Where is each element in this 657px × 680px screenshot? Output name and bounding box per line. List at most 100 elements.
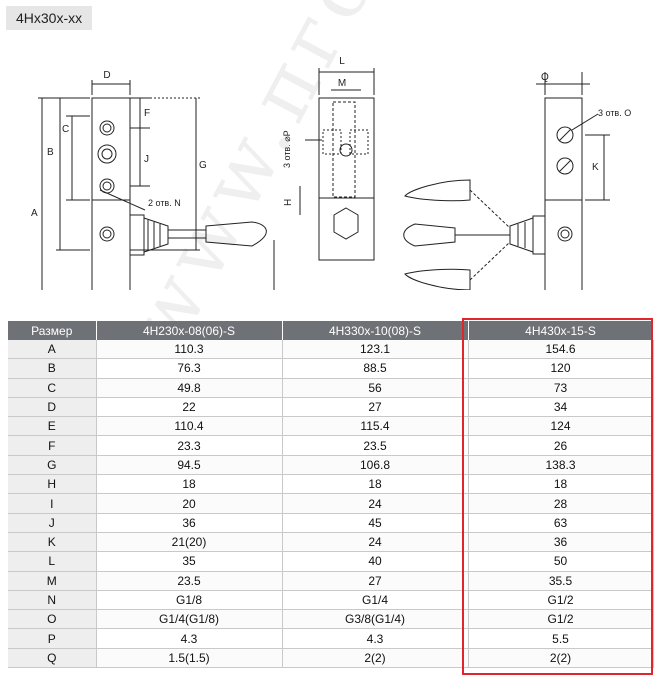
dim-h-label: H <box>283 199 294 206</box>
row-dimension: M <box>8 571 97 591</box>
row-value: G1/2 <box>468 609 654 630</box>
row-value: 115.4 <box>282 416 469 437</box>
dim-q-top-label: Q <box>541 72 549 83</box>
row-dimension: O <box>8 609 97 630</box>
row-value: 34 <box>468 397 654 418</box>
dim-j-label: J <box>144 154 149 165</box>
row-value: 56 <box>282 378 469 398</box>
dim-k-label: K <box>592 162 599 173</box>
row-value: 24 <box>282 493 469 514</box>
row-value: 45 <box>282 513 469 533</box>
row-value: G1/2 <box>468 590 654 611</box>
row-value: 4.3 <box>96 628 283 649</box>
row-value: 76.3 <box>96 358 283 379</box>
page-title: 4Hx30x-xx <box>6 6 93 30</box>
row-value: 1.5(1.5) <box>96 648 283 669</box>
row-value: 23.5 <box>96 571 283 591</box>
dimensions-table: Размер 4H230x-08(06)-S 4H330x-10(08)-S 4… <box>8 321 654 669</box>
row-value: 110.3 <box>96 340 283 360</box>
header-model-2: 4H330x-10(08)-S <box>282 321 469 340</box>
row-dimension: H <box>8 474 97 495</box>
row-value: 20 <box>96 493 283 514</box>
row-value: 28 <box>468 493 654 514</box>
row-value: 106.8 <box>282 455 469 476</box>
row-dimension: P <box>8 628 97 649</box>
dim-d-label: D <box>103 70 110 81</box>
row-value: 18 <box>96 474 283 495</box>
row-dimension: Q <box>8 648 97 669</box>
row-value: 36 <box>96 513 283 533</box>
row-value: G3/8(G1/4) <box>282 609 469 630</box>
dim-a-label: A <box>31 208 38 219</box>
row-value: 4.3 <box>282 628 469 649</box>
row-value: 50 <box>468 551 654 572</box>
row-dimension: K <box>8 532 97 553</box>
callout-n: 2 отв. N <box>148 198 181 208</box>
dim-f-label: F <box>144 108 150 119</box>
row-value: 63 <box>468 513 654 533</box>
row-value: 18 <box>468 474 654 495</box>
dim-g-label: G <box>199 160 207 171</box>
technical-drawing: D A B C F J G E 2 отв. N L M H 3 отв. ⌀P… <box>31 56 631 290</box>
row-dimension: L <box>8 551 97 572</box>
row-value: 94.5 <box>96 455 283 476</box>
row-value: 26 <box>468 435 654 456</box>
row-value: G1/4(G1/8) <box>96 609 283 630</box>
row-value: 18 <box>282 474 469 495</box>
header-model-1: 4H230x-08(06)-S <box>96 321 283 340</box>
row-value: 154.6 <box>468 340 654 360</box>
row-value: 22 <box>96 397 283 418</box>
dim-c-label: C <box>62 124 69 135</box>
row-value: 123.1 <box>282 340 469 360</box>
row-dimension: N <box>8 590 97 611</box>
row-value: 35.5 <box>468 571 654 591</box>
row-value: 27 <box>282 397 469 418</box>
row-dimension: B <box>8 358 97 379</box>
row-value: 36 <box>468 532 654 553</box>
row-dimension: E <box>8 416 97 437</box>
row-dimension: F <box>8 435 97 456</box>
header-model-3: 4H430x-15-S <box>468 321 654 340</box>
callout-o: 3 отв. O <box>598 108 631 118</box>
row-value: 21(20) <box>96 532 283 553</box>
row-value: 73 <box>468 378 654 398</box>
row-dimension: C <box>8 378 97 398</box>
dim-b-label: B <box>47 147 54 158</box>
row-value: 124 <box>468 416 654 437</box>
callout-p: 3 отв. ⌀P <box>282 130 292 168</box>
row-value: 120 <box>468 358 654 379</box>
table-header-row: Размер 4H230x-08(06)-S 4H330x-10(08)-S 4… <box>8 321 654 340</box>
row-value: 110.4 <box>96 416 283 437</box>
row-value: 35 <box>96 551 283 572</box>
row-value: 88.5 <box>282 358 469 379</box>
row-value: 40 <box>282 551 469 572</box>
row-value: 23.3 <box>96 435 283 456</box>
row-value: 2(2) <box>282 648 469 669</box>
row-value: 49.8 <box>96 378 283 398</box>
row-dimension: J <box>8 513 97 533</box>
row-dimension: I <box>8 493 97 514</box>
row-dimension: A <box>8 340 97 360</box>
header-size: Размер <box>8 321 97 340</box>
dim-l-label: L <box>339 56 345 67</box>
row-value: 27 <box>282 571 469 591</box>
row-value: 24 <box>282 532 469 553</box>
row-dimension: G <box>8 455 97 476</box>
dim-m-label: M <box>338 78 346 89</box>
